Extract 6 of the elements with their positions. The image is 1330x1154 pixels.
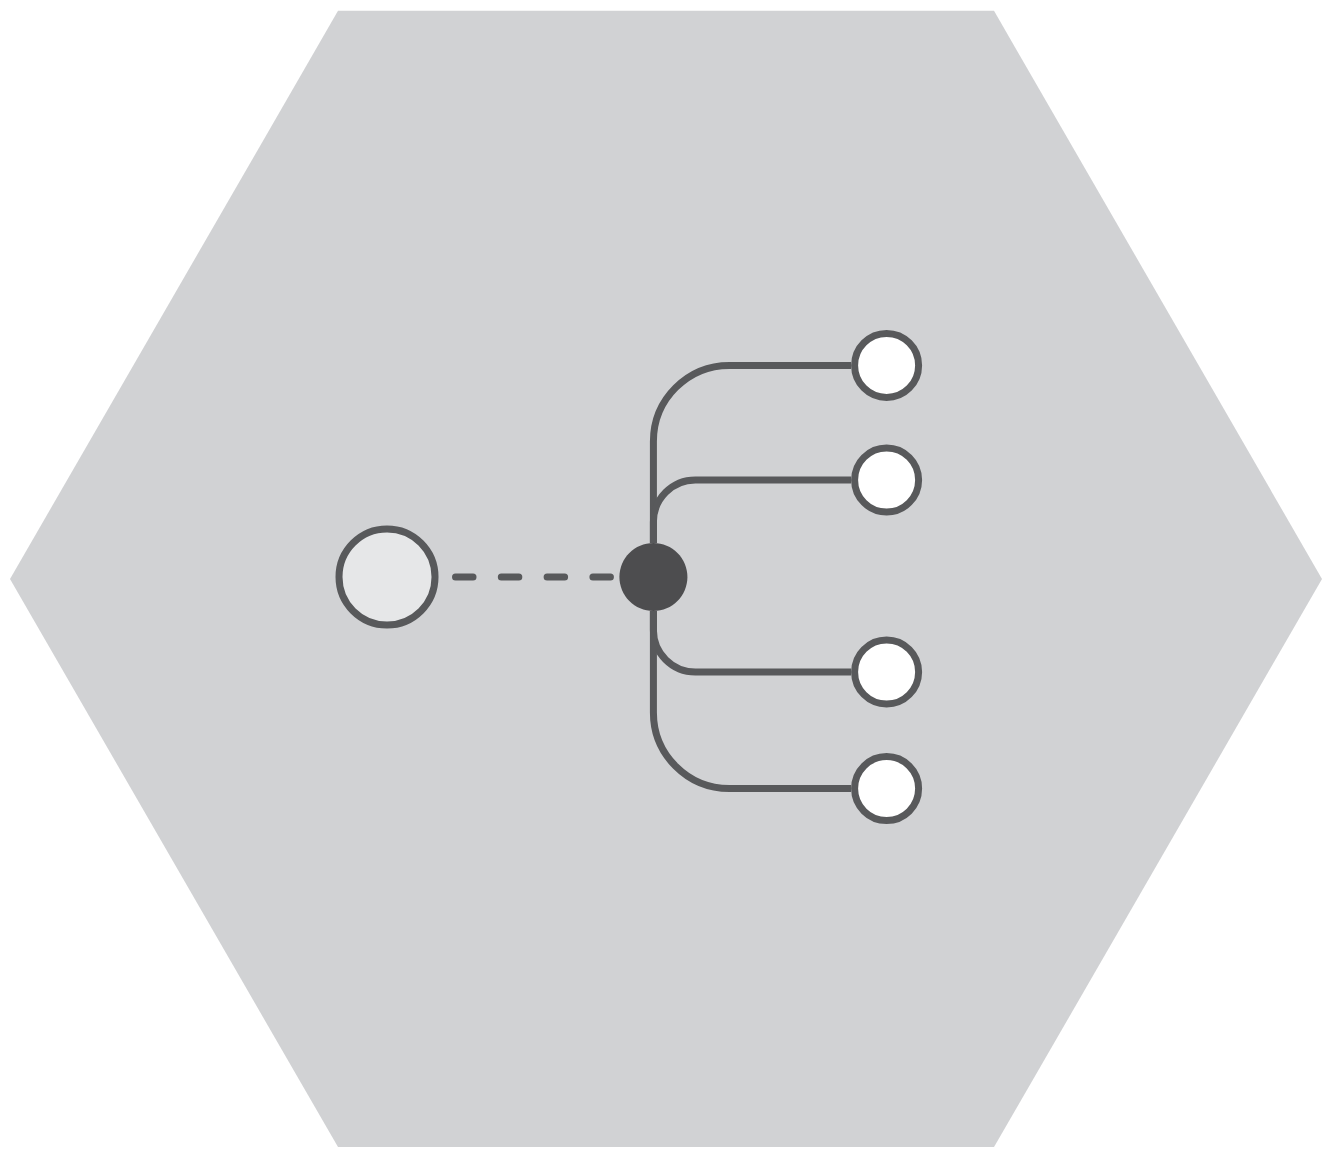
connector-line — [649, 611, 852, 793]
connector-line — [649, 476, 852, 543]
dot — [619, 543, 688, 611]
circle — [335, 525, 439, 629]
hexagon — [10, 10, 1322, 1148]
dashed-line — [452, 573, 615, 581]
